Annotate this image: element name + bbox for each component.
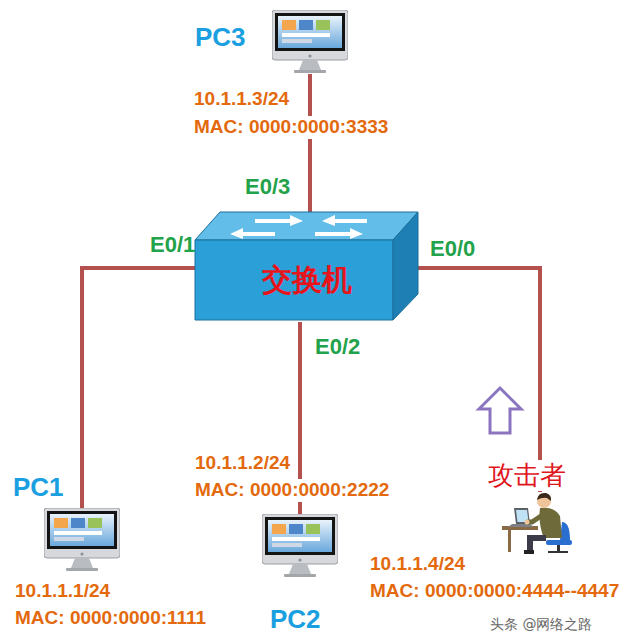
switch-symbol	[195, 212, 418, 320]
pc-icon	[262, 514, 338, 577]
pc-node: PC110.1.1.1/24MAC: 0000:0000:1111	[44, 508, 120, 572]
port-label: E0/2	[315, 334, 360, 360]
ip-address: 10.1.1.4/24	[368, 553, 467, 576]
ip-address: 10.1.1.1/24	[13, 580, 112, 603]
network-link	[418, 268, 540, 492]
pc-node: PC310.1.1.3/24MAC: 0000:0000:3333	[272, 10, 348, 74]
port-label: E0/0	[430, 236, 475, 262]
attacker-node: 攻击者10.1.1.4/24MAC: 0000:0000:4444--4447	[500, 492, 580, 554]
switch-label: 交换机	[262, 262, 352, 298]
pc-node: PC210.1.1.2/24MAC: 0000:0000:2222	[262, 514, 338, 578]
mac-address: MAC: 0000:0000:2222	[193, 479, 391, 502]
network-link	[308, 74, 312, 212]
attacker-label: 攻击者	[486, 460, 568, 491]
up-arrow	[479, 388, 521, 433]
port-label: E0/3	[245, 174, 290, 200]
watermark: 头条 @网络之路	[490, 616, 592, 634]
switch-node: 交换机	[195, 212, 418, 322]
attacker-figure	[502, 493, 572, 554]
pc-name: PC2	[270, 604, 321, 635]
port-label: E0/1	[150, 232, 195, 258]
mac-address: MAC: 0000:0000:1111	[13, 607, 208, 630]
mac-address: MAC: 0000:0000:4444--4447	[368, 580, 621, 603]
network-link	[82, 268, 195, 508]
mac-address: MAC: 0000:0000:3333	[192, 116, 390, 139]
ip-address: 10.1.1.3/24	[192, 88, 291, 111]
ip-address: 10.1.1.2/24	[193, 452, 292, 475]
pc-icon	[44, 508, 120, 571]
pc-icon	[272, 10, 348, 73]
pc-name: PC3	[195, 22, 246, 53]
pc-name: PC1	[13, 472, 64, 503]
